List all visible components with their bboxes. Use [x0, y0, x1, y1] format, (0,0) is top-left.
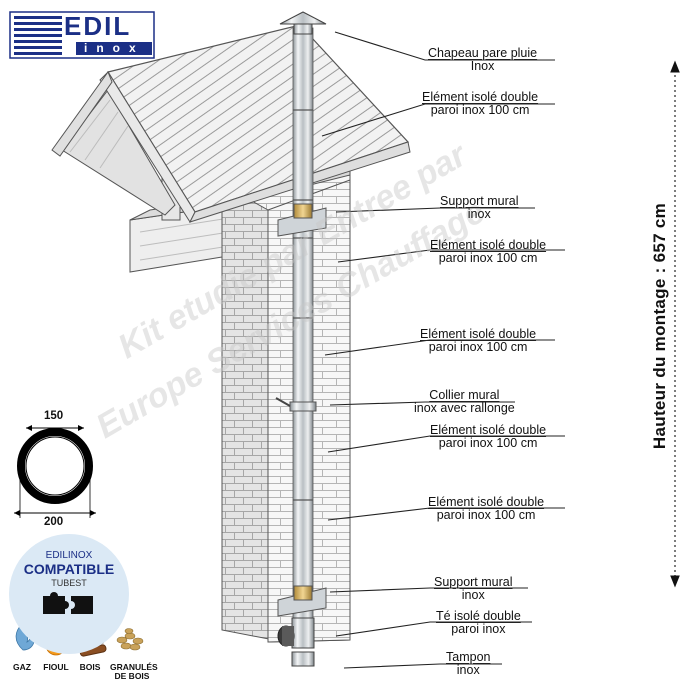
- bottom-cap: [291, 651, 315, 667]
- component-detail: inox: [467, 207, 491, 221]
- roof: [51, 24, 411, 224]
- component-label: Elément isolé double paroi inox 100 cm: [422, 91, 538, 117]
- component-detail: paroi inox 100 cm: [438, 436, 538, 450]
- component-name: Elément isolé double: [430, 238, 547, 252]
- component-detail: paroi inox 100 cm: [428, 340, 528, 354]
- badge-compatible: COMPATIBLE: [23, 561, 115, 577]
- component-detail: inox avec rallonge: [414, 401, 515, 415]
- wall-support-bottom: [277, 585, 327, 617]
- component-name: Chapeau pare pluie: [428, 46, 538, 60]
- component-name: Té isolé double: [436, 609, 521, 623]
- leader-lines: [321, 31, 565, 669]
- logo-brand-top: EDIL: [64, 11, 132, 41]
- component-name: Support mural: [434, 575, 513, 589]
- wall-support-top: [277, 203, 327, 237]
- component-name: Elément isolé double: [430, 423, 547, 437]
- component-label: Support mural inox: [434, 576, 513, 602]
- fuel-label-fioul: FIOUL: [43, 662, 69, 672]
- component-detail: paroi inox: [451, 622, 506, 636]
- tee-fitting: [277, 617, 315, 649]
- badge-edilinox: EDILINOX: [45, 550, 93, 561]
- component-detail: paroi inox 100 cm: [438, 251, 538, 265]
- logo-brand-bottom: inox: [84, 41, 145, 55]
- component-label: Elément isolé double paroi inox 100 cm: [420, 328, 536, 354]
- component-label: Té isolé double paroi inox: [436, 610, 521, 636]
- component-detail: inox: [456, 663, 480, 677]
- wall-bracket: [275, 397, 317, 412]
- badge-tubest: TUBEST: [51, 578, 87, 588]
- component-label: Support mural inox: [440, 195, 519, 221]
- outer-diameter-label: 200: [44, 516, 64, 528]
- component-name: Collier mural: [429, 388, 500, 402]
- rain-cap: [279, 11, 327, 35]
- height-dimension-arrow: [670, 60, 680, 588]
- pellets-icon: [116, 628, 144, 651]
- component-detail: inox: [461, 588, 485, 602]
- fuel-label-bois: BOIS: [79, 662, 101, 672]
- puzzle-icon: [43, 592, 93, 614]
- component-detail: paroi inox 100 cm: [430, 103, 530, 117]
- component-label: Elément isolé double paroi inox 100 cm: [430, 239, 546, 265]
- component-name: Elément isolé double: [420, 327, 537, 341]
- component-label: Collier mural inox avec rallonge: [414, 389, 515, 415]
- fuel-label-granules: GRANULÉS DE BOIS: [110, 662, 158, 681]
- component-name: Support mural: [440, 194, 519, 208]
- component-label: Chapeau pare pluie Inox: [428, 47, 537, 73]
- height-label: Hauteur du montage : 657 cm: [650, 202, 669, 450]
- component-name: Tampon: [446, 650, 491, 664]
- component-detail: paroi inox 100 cm: [436, 508, 536, 522]
- component-name: Elément isolé double: [422, 90, 539, 104]
- compatible-badge: EDILINOX COMPATIBLE TUBEST: [9, 534, 129, 654]
- component-label: Elément isolé double paroi inox 100 cm: [428, 496, 544, 522]
- component-name: Elément isolé double: [428, 495, 545, 509]
- inner-diameter-label: 150: [44, 410, 64, 422]
- edil-logo: [9, 11, 155, 59]
- component-detail: Inox: [470, 59, 495, 73]
- component-label: Tampon inox: [446, 651, 490, 677]
- component-label: Elément isolé double paroi inox 100 cm: [430, 424, 546, 450]
- pipe-section-diagram: [14, 425, 96, 518]
- fuel-label-gaz: GAZ: [13, 662, 31, 672]
